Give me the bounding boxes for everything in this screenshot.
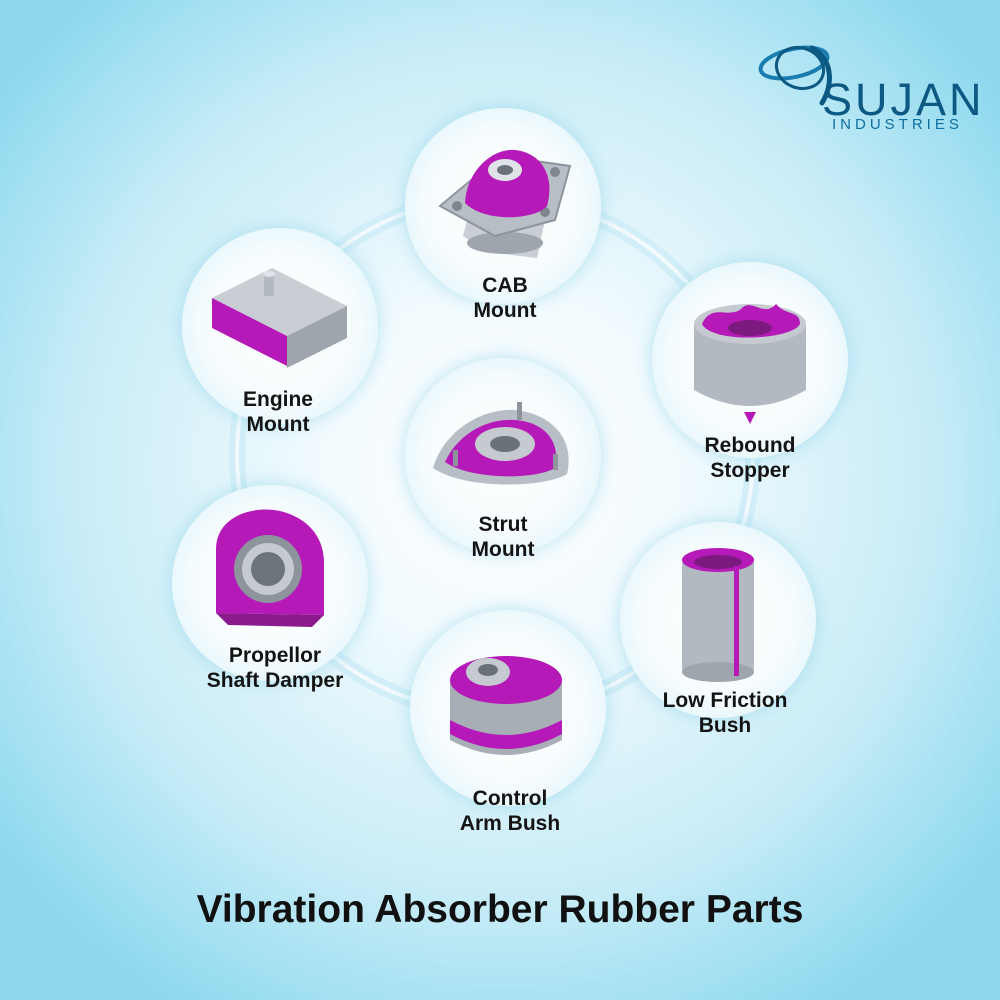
swirl-logo-icon — [758, 45, 832, 106]
sujan-logo: SUJAN INDUSTRIES — [752, 28, 982, 138]
control-arm-bush-icon — [450, 656, 562, 755]
cab-mount-label: CAB Mount — [473, 274, 537, 322]
engine-mount-label: Engine Mount — [242, 388, 313, 436]
engine-mount-icon — [212, 268, 347, 368]
brand-name: SUJAN — [822, 74, 985, 125]
brand-subtitle: INDUSTRIES — [832, 116, 963, 133]
control-arm-bush-label: Control Arm Bush — [459, 787, 561, 835]
propellor-shaft-damper-icon — [216, 509, 324, 627]
rebound-stopper-label: Rebound Stopper — [704, 434, 796, 482]
engine-mount-node — [182, 228, 378, 424]
propellor-shaft-damper-node — [172, 485, 368, 681]
strut-mount-icon — [433, 402, 569, 485]
low-friction-bush-node — [620, 522, 816, 718]
cab-mount-node — [405, 108, 601, 304]
rebound-stopper-node — [652, 262, 848, 458]
strut-mount-label: Strut Mount — [471, 513, 535, 561]
propellor-shaft-damper-label: Propellor Shaft Damper — [206, 644, 344, 692]
low-friction-bush-icon — [682, 548, 754, 682]
page-title: Vibration Absorber Rubber Parts — [196, 888, 804, 931]
rebound-stopper-icon — [694, 304, 806, 424]
low-friction-bush-label: Low Friction Bush — [662, 689, 788, 737]
control-arm-bush-node — [410, 610, 606, 806]
cab-mount-icon — [438, 149, 572, 258]
strut-mount-node — [405, 358, 601, 554]
